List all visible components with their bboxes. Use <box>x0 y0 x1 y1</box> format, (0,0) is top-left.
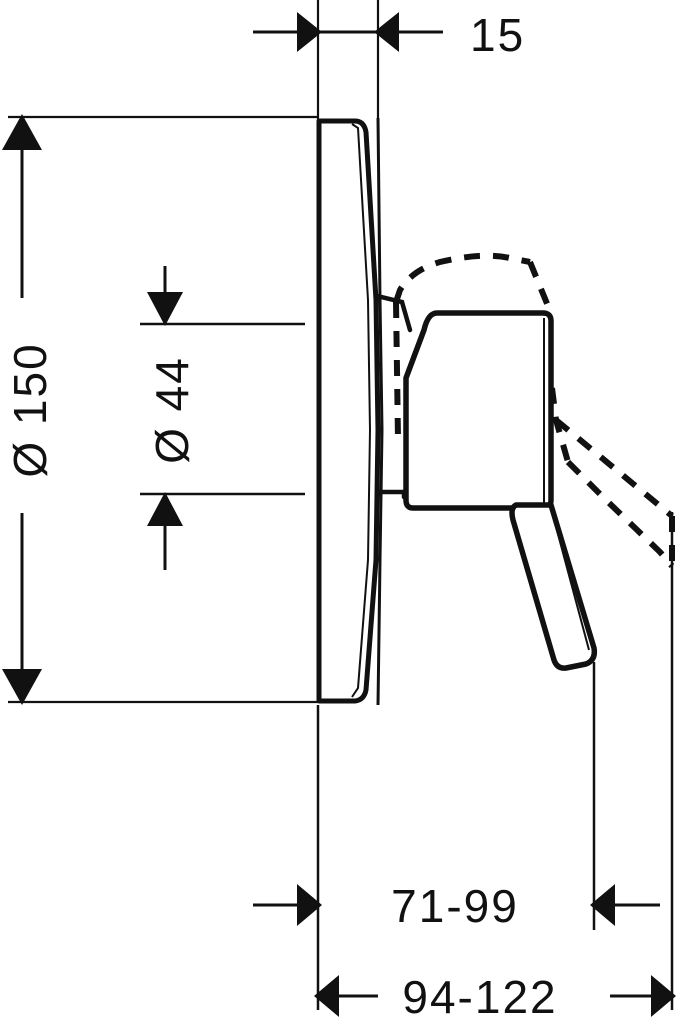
wall-reference-line <box>376 117 384 706</box>
arrowhead-94-122-left <box>314 975 339 1017</box>
dimension-label-d150: Ø 150 <box>4 342 56 477</box>
dimension-label-15: 15 <box>470 9 525 61</box>
dashed-lever-swing-position <box>549 387 675 568</box>
arrowhead-d44-top <box>147 292 183 326</box>
arrowhead-71-99-left <box>297 884 322 926</box>
faceplate-chamfer-line <box>351 123 372 698</box>
dashed-handle-up-left <box>393 301 401 441</box>
lever-arm-edge-line <box>550 507 590 651</box>
dimension-label-d44: Ø 44 <box>146 356 198 464</box>
dimension-d44-group: Ø 44 <box>140 266 305 570</box>
lever-handle-body <box>403 310 554 511</box>
handle-body-bevel <box>403 329 427 379</box>
dimension-15-group: 15 <box>253 0 525 120</box>
dimension-94-122-group: 94-122 <box>314 971 676 1023</box>
dashed-handle-up-position <box>393 252 551 441</box>
dimension-label-94-122: 94-122 <box>402 971 557 1023</box>
dashed-handle-up-right <box>527 260 551 308</box>
dashed-handle-up-top-curve <box>393 252 531 303</box>
bottom-extension-lines <box>316 512 674 1010</box>
dimension-label-71-99: 71-99 <box>391 880 519 932</box>
lever-arm <box>509 502 598 671</box>
dashed-swing-bottom-edge <box>565 459 675 568</box>
arrowhead-d150-bottom <box>2 669 42 705</box>
arrowhead-d44-bottom <box>147 492 183 526</box>
arrowhead-94-122-right <box>651 975 676 1017</box>
dashed-swing-top-edge <box>554 417 674 519</box>
dimension-71-99-group: 71-99 <box>253 880 660 932</box>
dimension-d150-group: Ø 150 <box>2 114 318 705</box>
faceplate-outline <box>316 118 381 704</box>
arrowhead-15-right <box>374 12 399 52</box>
collar-top-edge <box>374 293 413 333</box>
escutcheon-plate <box>316 117 384 706</box>
arrowhead-15-left <box>297 12 322 52</box>
arrowhead-d150-top <box>2 114 42 150</box>
handle-body-outline <box>403 310 554 511</box>
lever-arm-outline <box>509 502 598 671</box>
arrowhead-71-99-right <box>590 884 615 926</box>
